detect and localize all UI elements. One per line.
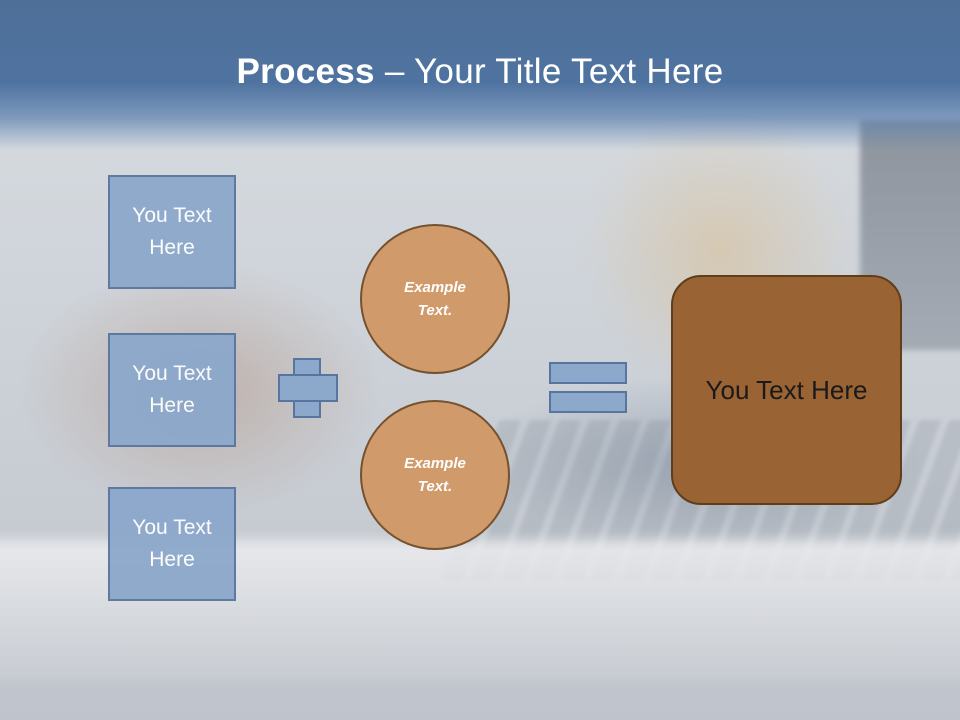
text-box-1: You Text Here <box>108 175 236 289</box>
equals-icon-bottom <box>549 391 627 413</box>
text-box-3-label: You Text Here <box>132 516 212 571</box>
example-circle-2-label: Example Text. <box>404 455 466 495</box>
equals-icon-top <box>549 362 627 384</box>
example-circle-2: Example Text. <box>360 400 510 550</box>
result-box-label: You Text Here <box>705 374 868 405</box>
text-box-2-label: You Text Here <box>132 362 212 417</box>
title-band <box>0 0 960 150</box>
result-box: You Text Here <box>671 275 902 505</box>
plus-icon <box>295 376 319 400</box>
text-box-3: You Text Here <box>108 487 236 601</box>
text-box-1-label: You Text Here <box>132 204 212 259</box>
text-box-2: You Text Here <box>108 333 236 447</box>
slide-title: Process – Your Title Text Here <box>0 52 960 92</box>
example-circle-1: Example Text. <box>360 224 510 374</box>
title-rest: – Your Title Text Here <box>374 52 724 91</box>
example-circle-1-label: Example Text. <box>404 279 466 319</box>
title-bold: Process <box>236 52 375 91</box>
